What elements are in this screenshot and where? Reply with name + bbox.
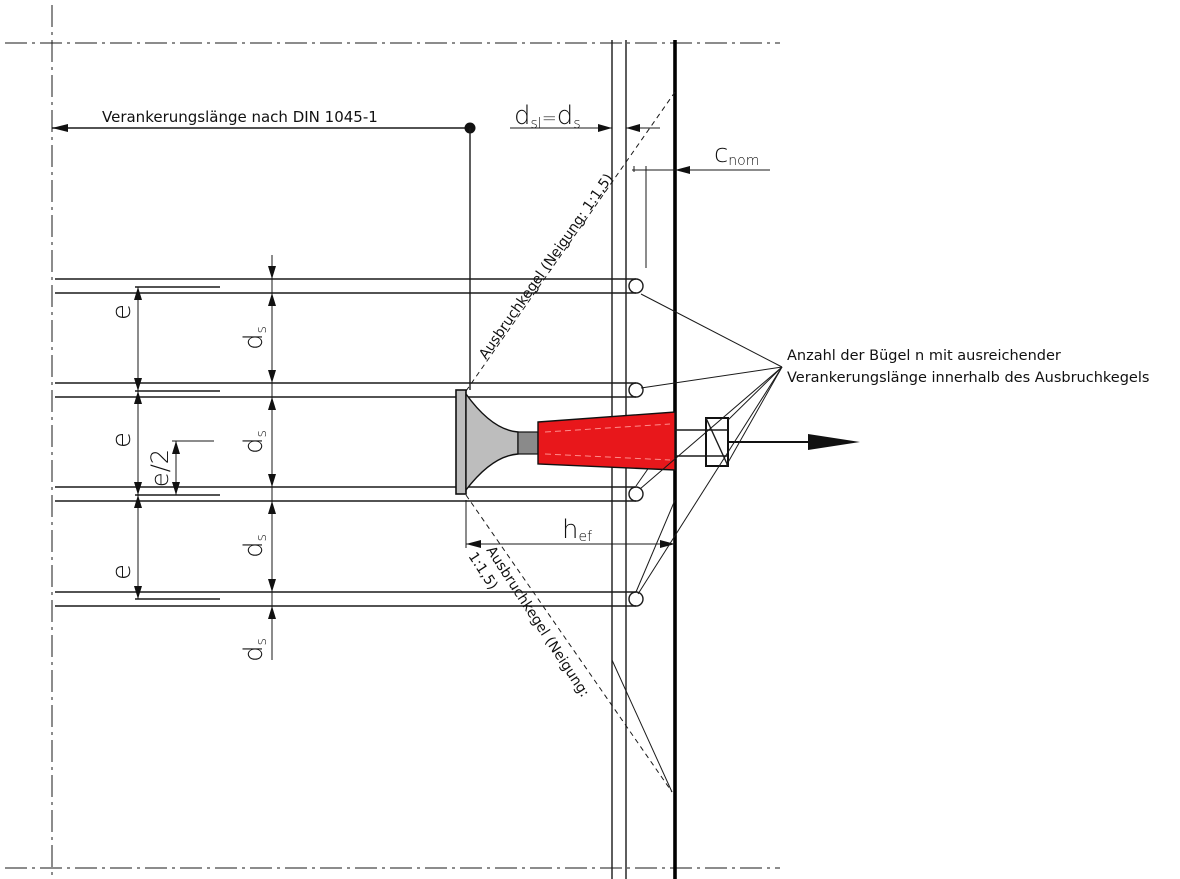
rebar-bars (55, 278, 636, 607)
dsl-ds-symbol: d (557, 101, 574, 131)
hef-symbol: h (562, 515, 578, 545)
stirrup-leaders (637, 293, 783, 595)
stirrup-bar-sections (628, 278, 644, 607)
svg-text:ds: ds (239, 638, 270, 662)
svg-text:ds: ds (239, 430, 270, 454)
bar-section (628, 382, 644, 398)
ds-subscript-3: s (254, 534, 270, 541)
anchor-neck (465, 391, 519, 493)
frame-chain-lines (5, 5, 780, 879)
svg-text:ds: ds (239, 326, 270, 350)
ds-symbol-2: d (239, 437, 269, 454)
svg-text:cnom: cnom (714, 139, 759, 169)
hef-subscript: ef (578, 529, 592, 545)
dsl-equals: = (542, 108, 557, 129)
bar-section (628, 486, 644, 502)
dsl-dimension: dsl=ds (510, 101, 660, 132)
ds-dimension-chain: ds ds ds ds (239, 255, 276, 662)
ds-subscript-1: s (254, 326, 270, 333)
anchor-shaft (517, 431, 539, 455)
cone-lower-line (465, 494, 673, 793)
ds-symbol-4: d (239, 645, 269, 662)
ds-subscript-4: s (254, 638, 270, 645)
dsl-ds-subscript: s (573, 116, 580, 132)
stirrups-label-line2: Verankerungslänge innerhalb des Ausbruch… (787, 370, 1149, 386)
bar-section (628, 278, 644, 294)
dsl-subscript: sl (531, 116, 542, 132)
e-label-3: e (107, 564, 137, 580)
svg-text:dsl=ds: dsl=ds (514, 101, 581, 132)
stirrups-label-line1: Anzahl der Bügel n mit ausreichender (787, 348, 1061, 364)
cone-lower-label-1: Ausbruchkegel (Neigung: (483, 543, 593, 700)
e-label-2: e (107, 432, 137, 448)
anchor-head-plate (455, 389, 467, 495)
cone-upper-line (465, 91, 676, 392)
cnom-subscript: nom (728, 153, 759, 169)
svg-text:ds: ds (239, 534, 270, 558)
cone-upper-label: Ausbruchkegel (Neigung: 1:1,5) (476, 171, 617, 362)
e-half-label: e/2 (146, 449, 174, 487)
stirrups-annotation: Anzahl der Bügel n mit ausreichender Ver… (787, 348, 1149, 386)
anchor-sleeve (537, 411, 676, 471)
anchor (455, 389, 860, 495)
e-dimension-chain: e e e e/2 (107, 287, 214, 599)
ds-subscript-2: s (254, 430, 270, 437)
tension-arrow-head (808, 434, 860, 450)
svg-text:hef: hef (562, 515, 592, 545)
e-label-1: e (107, 304, 137, 320)
ds-symbol-3: d (239, 541, 269, 558)
ds-symbol-1: d (239, 333, 269, 350)
hef-dimension: hef (465, 500, 675, 548)
anchorage-length-label: Verankerungslänge nach DIN 1045-1 (102, 108, 378, 126)
cnom-dimension: cnom (632, 139, 770, 268)
dsl-symbol: d (514, 101, 531, 131)
bar-section (628, 591, 644, 607)
anchorage-length-dimension: Verankerungslänge nach DIN 1045-1 (52, 108, 476, 390)
cnom-symbol: c (714, 139, 728, 169)
